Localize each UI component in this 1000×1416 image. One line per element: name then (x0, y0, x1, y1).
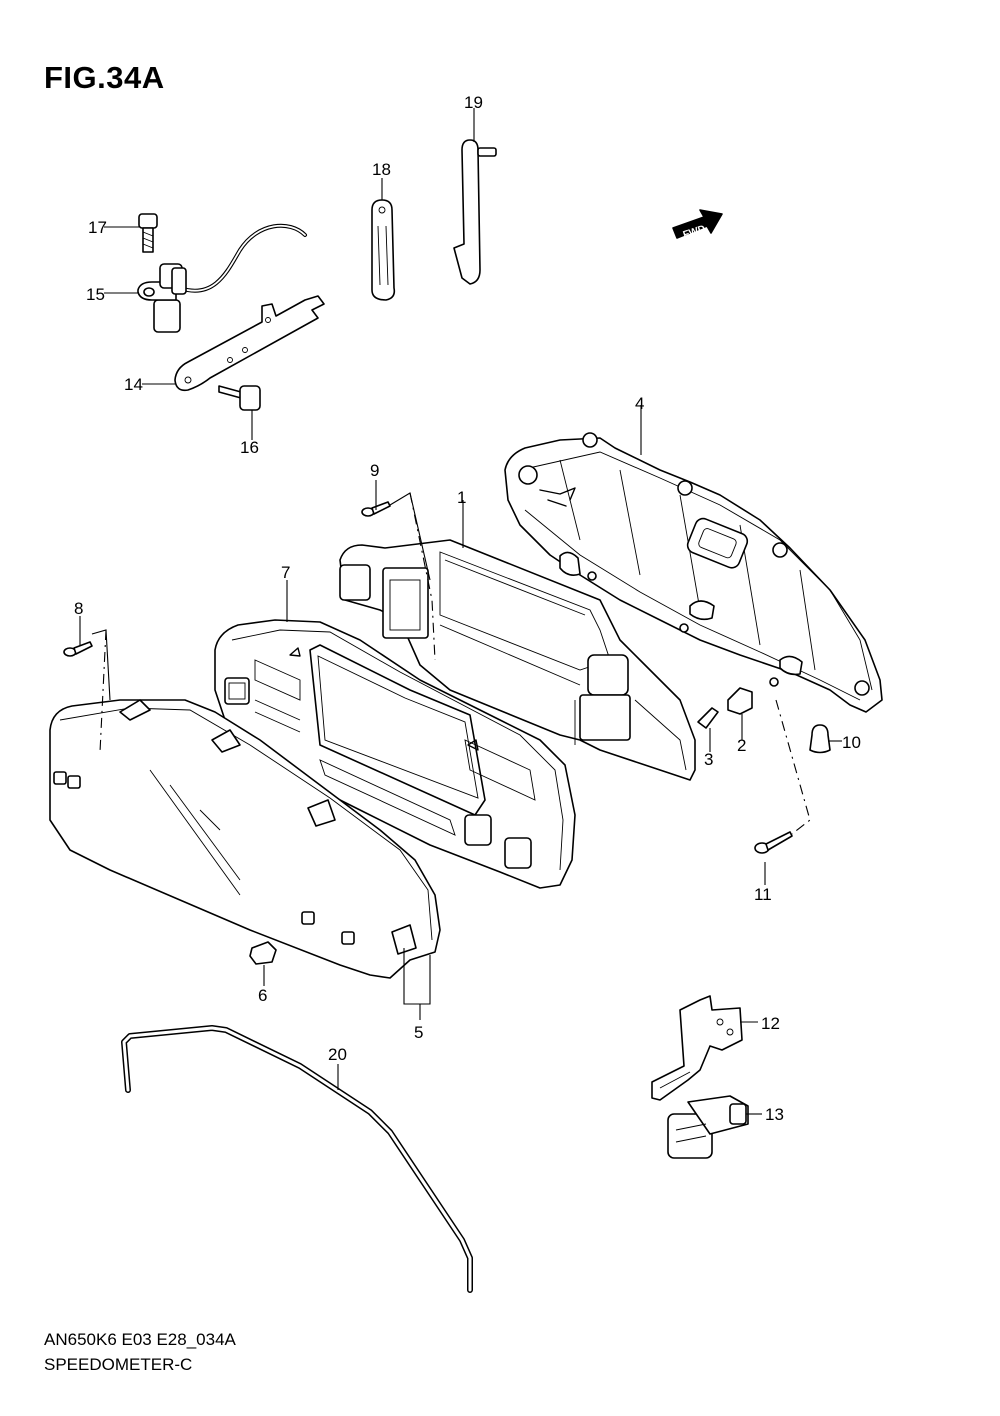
part-18-strap (371, 199, 396, 301)
callout-6: 6 (258, 986, 267, 1005)
part-19-clip (453, 139, 497, 285)
part-4-rear-case (504, 432, 883, 713)
callout-19: 19 (464, 93, 483, 112)
callout-12: 12 (761, 1014, 780, 1033)
figure-name: SPEEDOMETER-C (44, 1355, 193, 1374)
part-20-wire (121, 1025, 473, 1293)
callout-10: 10 (842, 733, 861, 752)
callout-7: 7 (281, 563, 290, 582)
callout-14: 14 (124, 375, 143, 394)
part-9-screw (361, 501, 391, 517)
fwd-arrow-icon: FWD (672, 209, 723, 241)
figure-code: AN650K6 E03 E28_034A (44, 1330, 236, 1349)
callout-4: 4 (635, 394, 644, 413)
part-3-bulb (697, 707, 719, 729)
callout-2: 2 (737, 736, 746, 755)
callout-5: 5 (414, 1023, 423, 1042)
part-1-inner-housing (339, 539, 696, 781)
callout-3: 3 (704, 750, 713, 769)
part-10-cap (809, 724, 831, 754)
callout-1: 1 (457, 488, 466, 507)
installation-dash-lines (99, 492, 811, 835)
callout-9: 9 (370, 461, 379, 480)
figure-title: FIG.34A (44, 60, 165, 95)
part-2-socket (727, 687, 753, 715)
callout-labels: 1 2 3 4 5 6 7 8 9 10 11 12 13 14 15 16 1… (74, 93, 861, 1124)
part-5-lens-cover (49, 699, 441, 979)
part-8-screw (63, 641, 93, 657)
callout-15: 15 (86, 285, 105, 304)
callout-17: 17 (88, 218, 107, 237)
callout-18: 18 (372, 160, 391, 179)
part-13-connector (667, 1095, 749, 1159)
callout-8: 8 (74, 599, 83, 618)
callout-13: 13 (765, 1105, 784, 1124)
callout-11: 11 (754, 885, 772, 904)
callout-20: 20 (328, 1045, 347, 1064)
part-17-bolt (138, 213, 158, 253)
part-12-bracket (651, 995, 743, 1101)
part-14-bracket (174, 295, 325, 392)
part-15-speed-sensor (137, 223, 307, 333)
part-7-front-panel (214, 619, 576, 889)
part-6-clip (249, 941, 277, 965)
part-11-screw (754, 831, 793, 854)
part-16-bolt (218, 385, 261, 411)
callout-16: 16 (240, 438, 259, 457)
